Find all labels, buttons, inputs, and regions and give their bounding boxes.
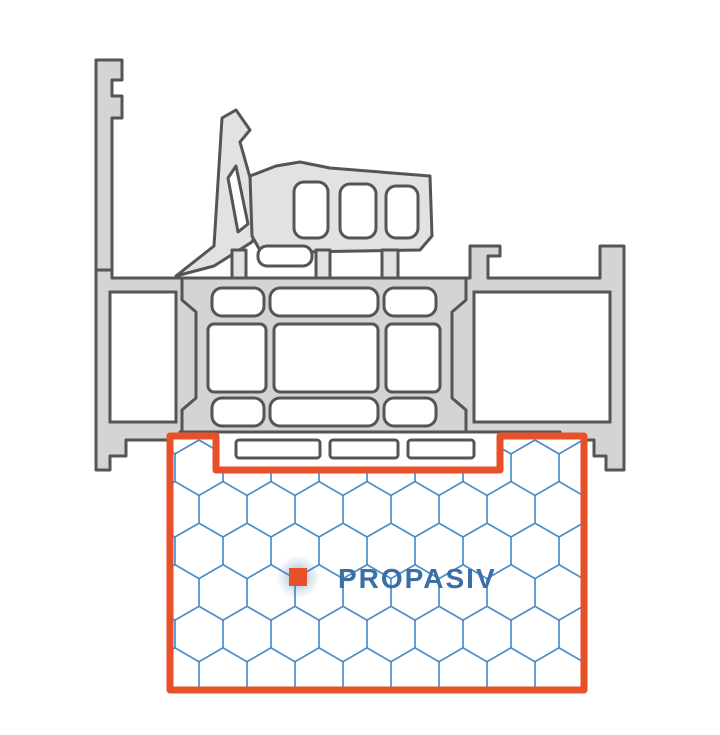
insulation-insert [166, 432, 588, 694]
brand-logo: PROPASIV [276, 555, 497, 599]
upper-chamber-1 [210, 286, 266, 318]
bottom-channel-2 [328, 438, 400, 460]
left-aluminium-leg [94, 58, 124, 272]
square-logo-icon [289, 568, 307, 586]
upper-chamber-3 [382, 286, 438, 318]
upper-chamber-2 [268, 286, 380, 318]
sash-chamber-1 [292, 180, 330, 240]
sash-foot-mid [314, 248, 332, 280]
lower-chamber-1 [210, 396, 266, 428]
sash-chamber-2 [338, 182, 378, 240]
right-glazing-cavity [472, 290, 612, 424]
lower-chamber-3 [382, 396, 438, 428]
bottom-channel-1 [234, 438, 322, 460]
sash-chamber-3 [384, 184, 420, 240]
middle-chamber-right [384, 322, 442, 394]
bottom-channel-3 [406, 438, 476, 460]
middle-chamber-left [206, 322, 268, 394]
middle-chamber-center [272, 322, 380, 394]
left-glazing-cavity [108, 290, 178, 424]
bead-slot [226, 164, 250, 234]
lower-chamber-2 [268, 396, 380, 428]
sash-foot-left [230, 248, 248, 280]
sash-hook [256, 244, 314, 268]
brand-name: PROPASIV [338, 563, 497, 594]
sash-foot-right [380, 248, 400, 280]
